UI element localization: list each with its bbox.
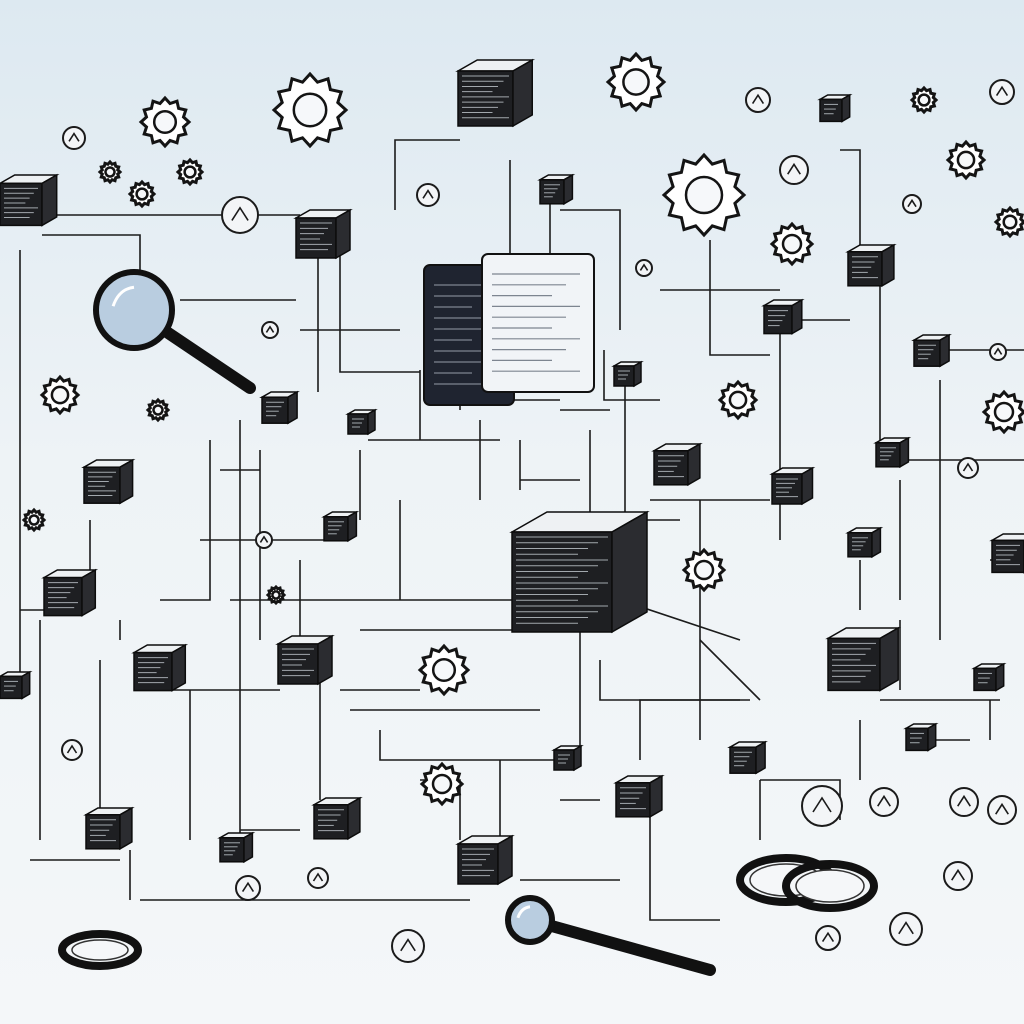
lens-rings	[58, 854, 878, 970]
server-cube-icon	[911, 333, 952, 368]
connector-line	[840, 149, 861, 270]
circle-node-icon	[902, 194, 922, 214]
server-cube-icon	[903, 722, 939, 752]
connector-line	[599, 660, 740, 701]
circle-node-icon	[62, 126, 86, 150]
gear-icon	[769, 221, 815, 267]
gear-icon	[271, 71, 349, 149]
circle-node-icon	[801, 785, 843, 827]
gear-icon	[419, 761, 465, 807]
server-cube-icon	[81, 458, 136, 505]
server-cube-icon	[845, 526, 884, 559]
gear-icon	[681, 547, 727, 593]
gear-icon	[145, 397, 171, 423]
circle-node-icon	[261, 321, 279, 339]
connector-line	[339, 250, 420, 373]
code-window-icon	[481, 253, 595, 393]
connector-line	[603, 350, 660, 401]
circle-node-icon	[943, 861, 973, 891]
circle-node-icon	[307, 867, 329, 889]
circle-node-icon	[989, 343, 1007, 361]
server-cube-icon	[321, 510, 360, 543]
lens-ring-icon	[782, 860, 878, 912]
circle-node-icon	[815, 925, 841, 951]
server-cube-icon	[873, 436, 912, 469]
circle-node-icon	[889, 912, 923, 946]
circle-nodes	[61, 79, 1017, 963]
connector-line	[160, 440, 211, 601]
gear-icon	[945, 139, 987, 181]
server-cube-icon	[971, 662, 1007, 692]
server-cube-icon	[825, 626, 902, 692]
magnifying-glass-icon	[505, 895, 716, 976]
server-cube-icon	[217, 831, 256, 864]
server-cube-icon	[727, 740, 768, 775]
server-cube-icon	[537, 173, 576, 206]
gear-icon	[265, 584, 287, 606]
circle-node-icon	[745, 87, 771, 113]
server-cube-icon	[613, 774, 665, 819]
server-cube-icon	[0, 670, 33, 700]
circle-node-icon	[949, 787, 979, 817]
server-cube-icon	[455, 834, 515, 886]
server-cube-icon	[455, 58, 536, 128]
gear-icon	[909, 85, 939, 115]
connector-line	[649, 800, 720, 921]
circle-node-icon	[255, 531, 273, 549]
server-cubes	[0, 58, 1024, 886]
circle-node-icon	[391, 929, 425, 963]
circle-node-icon	[779, 155, 809, 185]
circle-node-icon	[987, 795, 1017, 825]
connector-line	[709, 240, 770, 356]
server-cube-icon	[761, 298, 805, 335]
server-cube-icon	[311, 796, 363, 841]
server-cube-icon	[345, 408, 378, 436]
circle-node-icon	[989, 79, 1015, 105]
server-cube-icon	[275, 634, 335, 686]
gear-icon	[717, 379, 759, 421]
server-cube-icon	[131, 643, 189, 692]
server-cube-icon	[0, 173, 60, 227]
server-cube-icon	[611, 360, 644, 388]
gear-icon	[138, 95, 192, 149]
circle-node-icon	[869, 787, 899, 817]
server-cube-icon	[259, 390, 300, 425]
gear-icon	[417, 643, 471, 697]
connection-lines	[19, 60, 1024, 921]
server-cube-icon	[41, 568, 99, 617]
server-cube-icon	[293, 208, 353, 260]
server-cube-icon	[651, 442, 703, 487]
code-screens	[423, 253, 595, 406]
server-cube-icon	[509, 510, 650, 634]
circle-node-icon	[221, 196, 259, 234]
gear-icon	[661, 152, 747, 238]
server-cube-icon	[845, 243, 897, 288]
gear-icon	[175, 157, 205, 187]
circle-node-icon	[235, 875, 261, 901]
circle-node-icon	[635, 259, 653, 277]
magnifier-icons	[93, 269, 716, 976]
lens-ring-icon	[58, 930, 142, 970]
gear-icon	[39, 374, 81, 416]
server-cube-icon	[817, 93, 853, 123]
server-cube-icon	[551, 744, 584, 772]
circle-node-icon	[957, 457, 979, 479]
circle-node-icon	[416, 183, 440, 207]
gear-icon	[981, 389, 1024, 435]
gear-icon	[21, 507, 47, 533]
gear-icon	[127, 179, 157, 209]
connector-line	[379, 730, 560, 761]
server-cube-icon	[769, 466, 816, 506]
connector-line	[560, 209, 621, 330]
gear-icons	[21, 51, 1024, 807]
gear-icon	[97, 159, 123, 185]
gear-icon	[993, 205, 1024, 239]
server-cube-icon	[83, 806, 135, 851]
magnifying-glass-icon	[93, 269, 256, 394]
gear-icon	[605, 51, 667, 113]
connector-line	[394, 139, 460, 210]
circle-node-icon	[61, 739, 83, 761]
server-cube-icon	[989, 533, 1024, 574]
connector-line	[699, 639, 761, 701]
